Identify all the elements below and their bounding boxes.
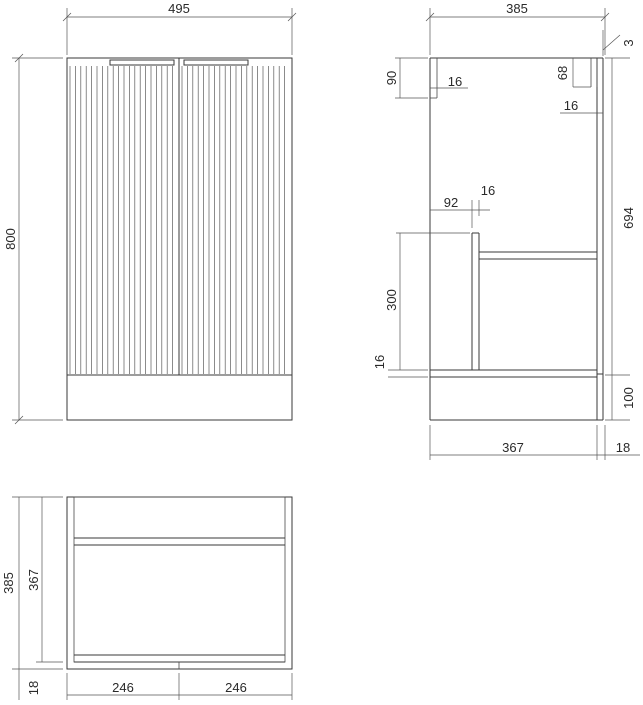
inner-top-dimension: 68 xyxy=(555,58,591,88)
front-height-label: 800 xyxy=(3,228,18,250)
plinth-dimension: 100 xyxy=(605,375,636,421)
top-rail-dimension: 90 xyxy=(384,57,428,99)
shelf-thickness-label: 16 xyxy=(481,183,495,198)
inner-depth-label: 367 xyxy=(502,440,524,455)
back-depth-label: 18 xyxy=(616,440,630,455)
top-front-label: 18 xyxy=(26,681,41,695)
top-gap-dimension: 3 xyxy=(602,30,636,56)
top-depth-dimension: 385 xyxy=(1,496,63,670)
upper-height-dimension: 694 xyxy=(605,57,636,376)
top-rail-label: 90 xyxy=(384,71,399,85)
shelf-set-label: 92 xyxy=(444,195,458,210)
top-inner-depth-label: 367 xyxy=(26,569,41,591)
inner-top-label: 68 xyxy=(555,66,570,80)
top-right-width-label: 246 xyxy=(225,680,247,695)
shelf-set-dimension: 92 16 xyxy=(430,183,495,228)
front-height-dimension: 800 xyxy=(3,53,63,425)
side-shelf xyxy=(471,232,597,370)
base-thickness-label: 16 xyxy=(372,355,387,369)
top-outline xyxy=(66,496,293,670)
left-door-handle xyxy=(109,59,175,66)
front-width-dimension: 495 xyxy=(62,1,297,55)
side-view: 385 3 xyxy=(372,1,640,460)
back-thickness-label: 16 xyxy=(564,98,578,113)
front-width-label: 495 xyxy=(168,1,190,16)
side-depth-label: 385 xyxy=(506,1,528,16)
panel-thickness-label: 16 xyxy=(448,74,462,89)
right-door-handle xyxy=(183,59,249,66)
top-width-dimension: 246 246 xyxy=(66,673,293,700)
base-thickness-dimension: 16 xyxy=(372,355,428,378)
top-depth-label: 385 xyxy=(1,572,16,594)
plinth-label: 100 xyxy=(621,387,636,409)
top-inner-outline xyxy=(73,496,286,663)
front-view: 495 800 xyxy=(3,1,297,425)
inner-depth-dimension: 367 18 xyxy=(429,425,640,460)
top-front-dimension: 18 xyxy=(18,669,41,700)
back-thickness-dimension: 16 xyxy=(560,98,603,114)
upper-height-label: 694 xyxy=(621,207,636,229)
door-fluting xyxy=(69,66,285,374)
shelf-height-label: 300 xyxy=(384,289,399,311)
top-inner-depth-dimension: 367 xyxy=(26,497,63,663)
side-depth-dimension: 385 xyxy=(425,1,610,55)
top-left-width-label: 246 xyxy=(112,680,134,695)
shelf-height-dimension: 300 xyxy=(384,232,470,370)
top-view: 385 367 18 246 246 xyxy=(1,496,293,700)
top-gap-label: 3 xyxy=(621,39,636,46)
panel-thickness-dimension: 16 xyxy=(430,74,468,89)
